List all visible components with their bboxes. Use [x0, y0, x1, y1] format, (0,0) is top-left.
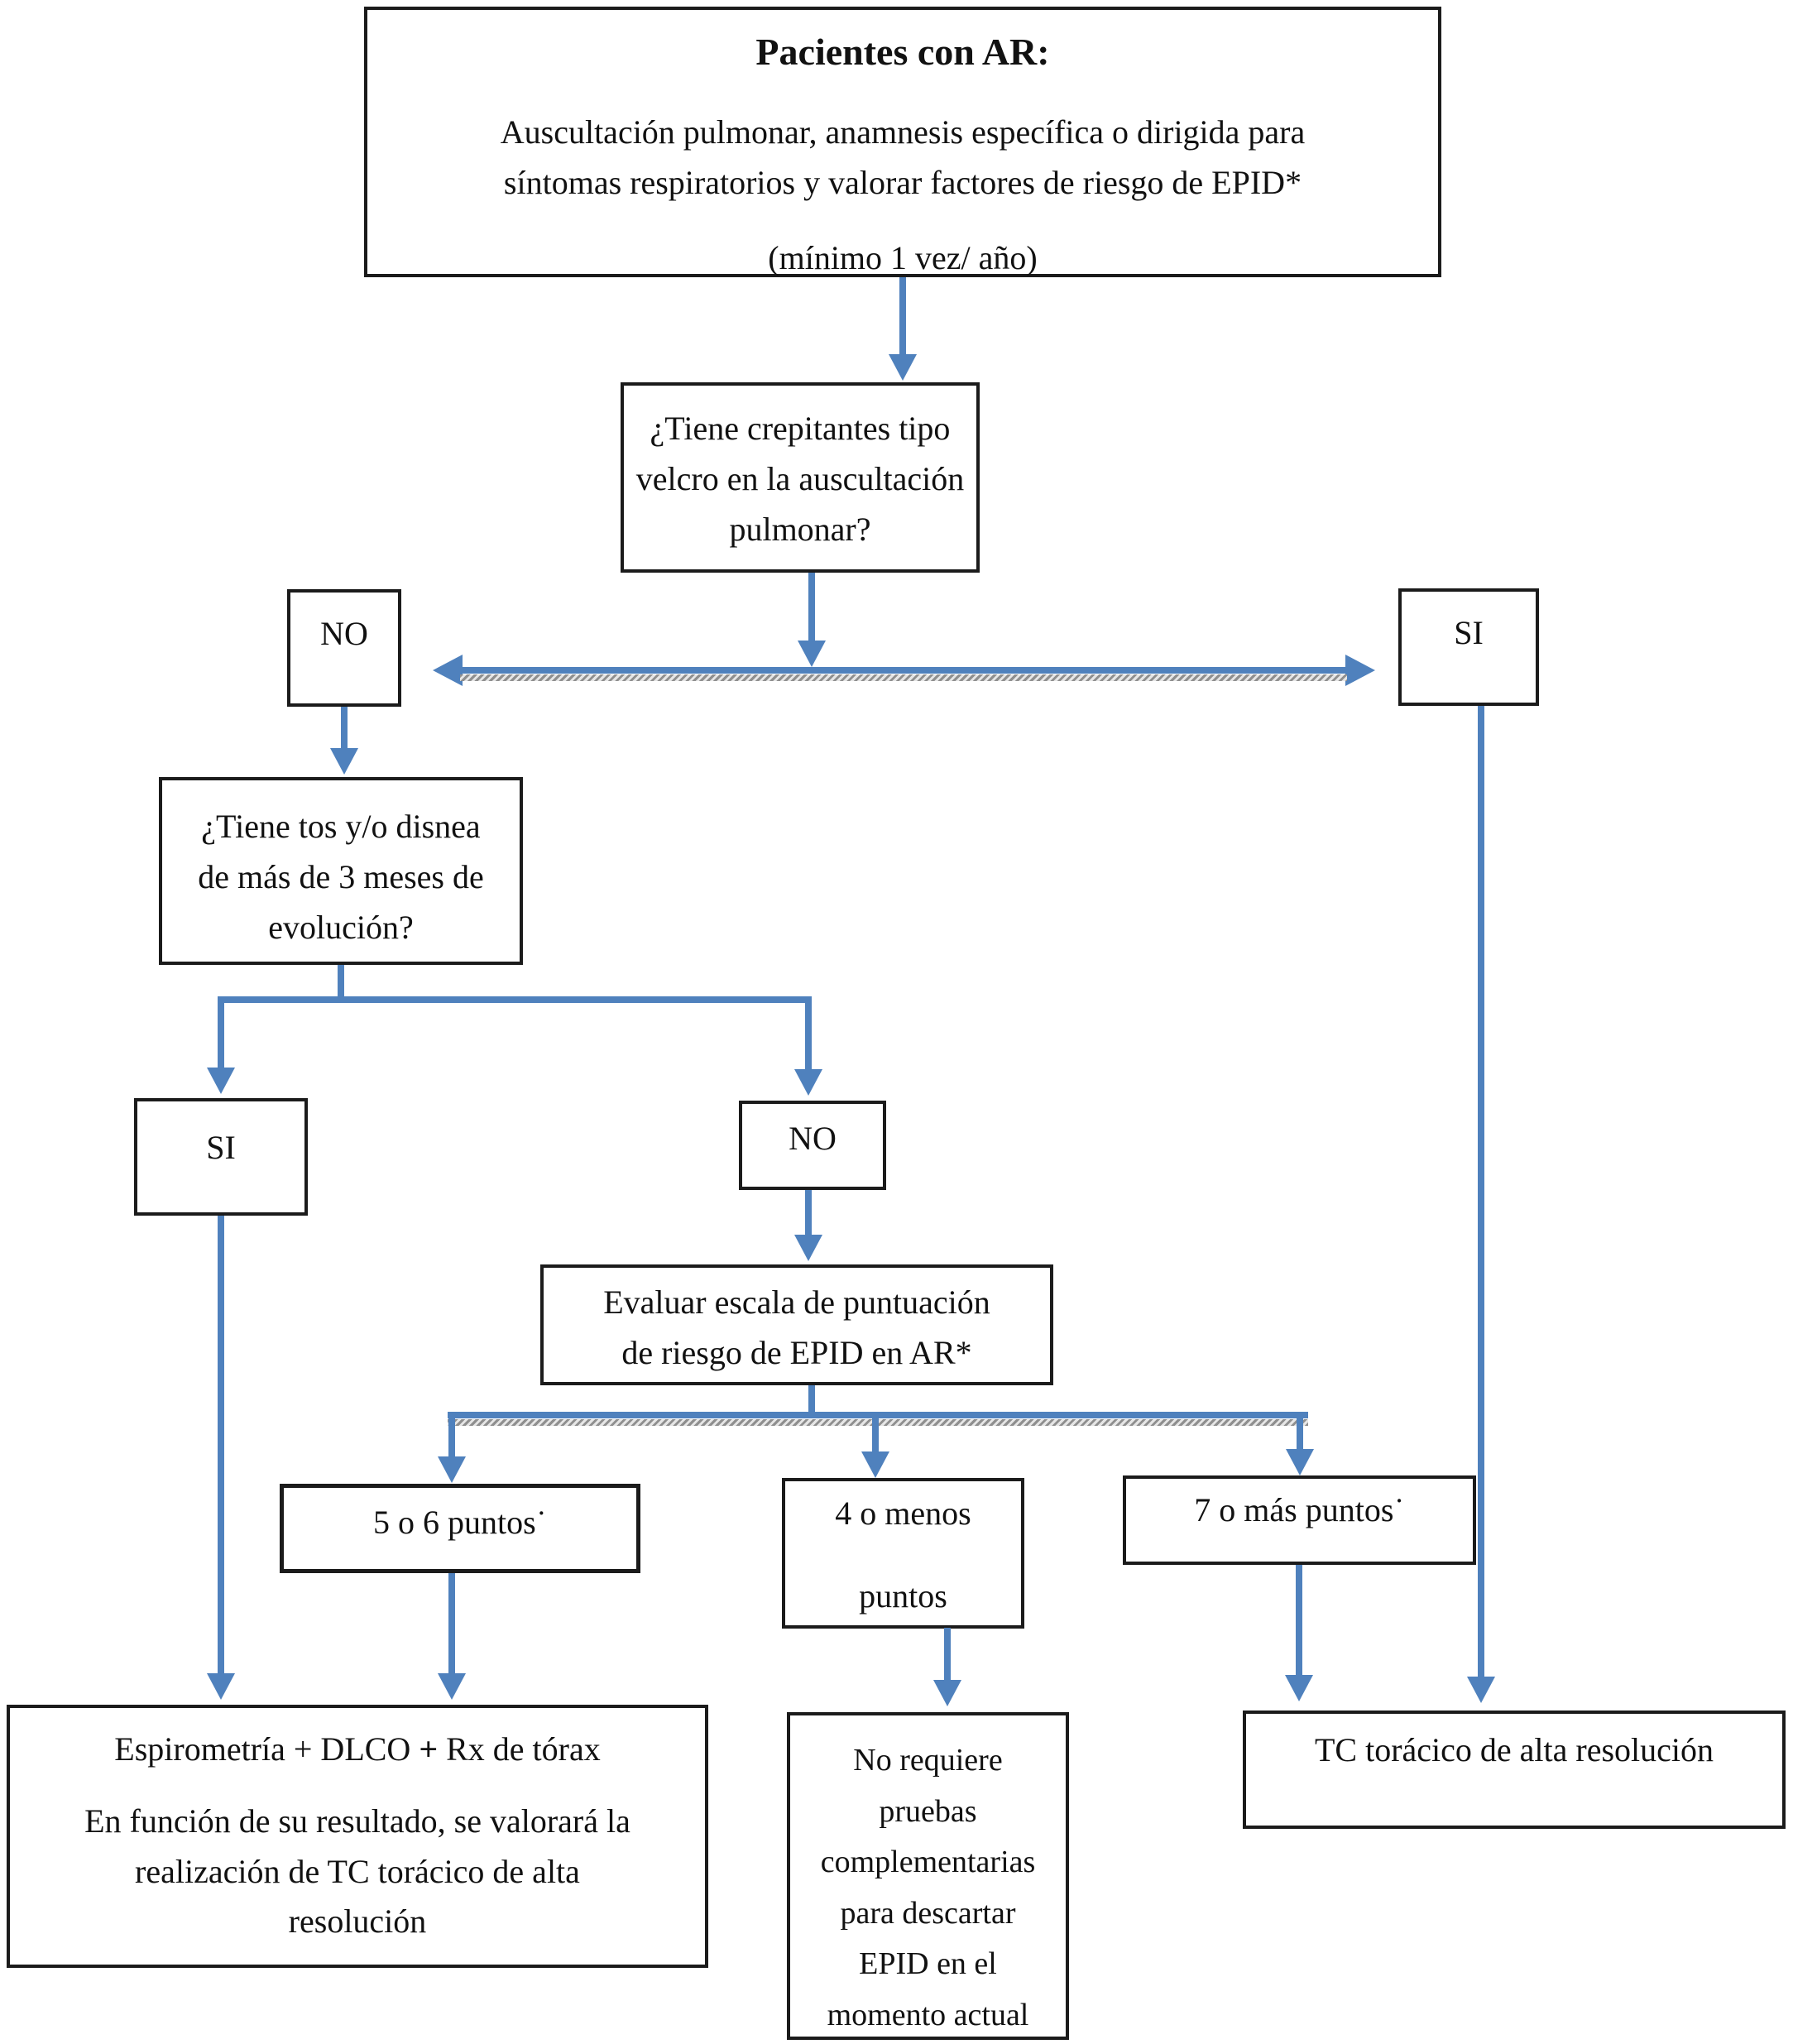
espirometria-line1-post: Rx de tórax	[438, 1730, 601, 1768]
branch1-right-line	[805, 996, 812, 1069]
split-arrow-shadow	[460, 674, 1347, 681]
arrow-7omas-tc-line	[1296, 1565, 1302, 1675]
node-pacientes-title: Pacientes con AR:	[755, 31, 1050, 73]
node-norequiere: No requiere pruebas complementarias para…	[787, 1712, 1069, 2040]
branch2-right-line	[1297, 1412, 1303, 1449]
node-5o6-puntos-label: 5 o 6 puntos˙	[373, 1504, 547, 1541]
arrow-no2-evaluar-line	[805, 1190, 812, 1235]
arrow-si2-espirometria-line	[218, 1216, 224, 1673]
arrow-5o6-espirometria-head	[438, 1673, 466, 1700]
node-5o6-puntos: 5 o 6 puntos˙	[280, 1484, 640, 1573]
espirometria-line1-pre: Espirometría + DLCO	[114, 1730, 419, 1768]
node-pacientes: Pacientes con AR: Auscultación pulmonar,…	[364, 7, 1441, 277]
node-espirometria: Espirometría + DLCO + Rx de tórax En fun…	[7, 1705, 708, 1968]
split-arrowhead-right	[1345, 655, 1375, 686]
branch1-left-line	[218, 996, 224, 1068]
split-arrow-bar	[460, 667, 1347, 674]
arrow-si1-tc-line	[1478, 706, 1484, 1677]
arrow-pacientes-crepitantes-head	[889, 354, 917, 381]
branch1-hline	[218, 996, 812, 1003]
arrow-4omenos-norequiere-line	[944, 1628, 951, 1680]
node-no2-label: NO	[789, 1120, 837, 1157]
arrow-pacientes-crepitantes-line	[899, 277, 906, 354]
arrow-7omas-tc-head	[1285, 1675, 1313, 1701]
node-tc: TC torácico de alta resolución	[1243, 1711, 1786, 1829]
node-no2: NO	[739, 1101, 886, 1190]
arrow-crepitantes-split-head	[798, 641, 826, 667]
node-tc-label: TC torácico de alta resolución	[1314, 1731, 1714, 1768]
branch1-stub	[338, 965, 344, 1003]
node-evaluar: Evaluar escala de puntuación de riesgo d…	[540, 1264, 1053, 1385]
branch2-right-head	[1286, 1449, 1314, 1475]
node-si1: SI	[1398, 588, 1539, 706]
espirometria-line1-plus: +	[419, 1730, 439, 1768]
node-si2: SI	[134, 1098, 308, 1216]
node-espirometria-line1: Espirometría + DLCO + Rx de tórax	[114, 1725, 600, 1775]
node-tos: ¿Tiene tos y/o disnea de más de 3 meses …	[159, 777, 523, 965]
node-crepitantes: ¿Tiene crepitantes tipo velcro en la aus…	[621, 382, 980, 573]
arrow-no1-tos-line	[341, 707, 348, 748]
node-no1: NO	[287, 589, 401, 707]
branch2-left-line	[448, 1412, 455, 1456]
node-no1-label: NO	[320, 615, 368, 652]
node-si1-label: SI	[1454, 614, 1484, 651]
node-7omas-puntos-label: 7 o más puntos˙	[1194, 1491, 1405, 1528]
branch2-left-head	[438, 1456, 466, 1483]
arrow-crepitantes-split-line	[808, 573, 815, 641]
node-7omas-puntos: 7 o más puntos˙	[1123, 1475, 1476, 1565]
branch2-mid-line	[872, 1412, 879, 1451]
branch2-mid-head	[861, 1451, 889, 1478]
split-arrowhead-left	[433, 655, 463, 686]
node-4omenos-puntos: 4 o menos puntos	[782, 1478, 1024, 1629]
arrow-5o6-espirometria-line	[448, 1573, 455, 1673]
node-pacientes-body: Auscultación pulmonar, anamnesis específ…	[500, 113, 1306, 201]
arrow-si2-espirometria-head	[207, 1673, 235, 1700]
node-espirometria-line2: En función de su resultado, se valorará …	[84, 1802, 630, 1941]
node-pacientes-note: (mínimo 1 vez/ año)	[768, 238, 1038, 276]
node-si2-label: SI	[206, 1129, 236, 1166]
arrow-si1-tc-head	[1467, 1677, 1495, 1703]
arrow-no1-tos-head	[330, 748, 358, 775]
branch2-stub	[808, 1385, 815, 1417]
branch1-left-head	[207, 1068, 235, 1094]
branch1-right-head	[794, 1069, 822, 1096]
arrow-4omenos-norequiere-head	[933, 1680, 961, 1706]
arrow-no2-evaluar-head	[794, 1235, 822, 1261]
